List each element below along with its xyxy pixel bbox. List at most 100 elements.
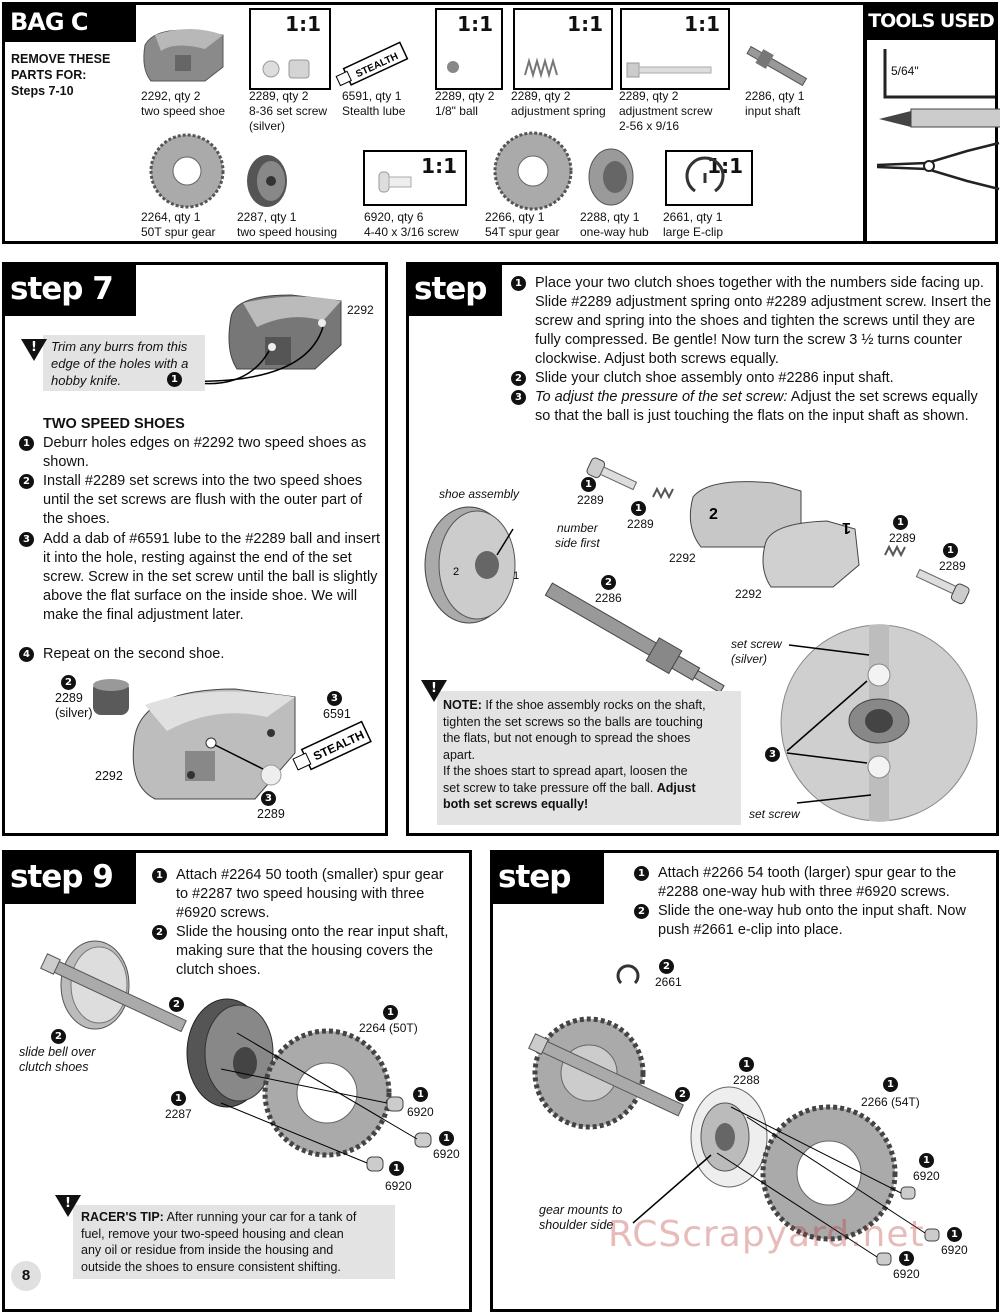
callout-3-ball: 3 <box>261 791 276 806</box>
label-2264: 2264 (50T) <box>359 1021 418 1035</box>
two-speed-housing-icon <box>247 155 287 207</box>
step9-diagram <box>40 940 432 1172</box>
racers-tip-box <box>73 1205 395 1279</box>
label-6591: 6591 <box>323 707 351 721</box>
scale-box-ball: 1:1 <box>435 8 503 90</box>
step8-note: NOTE: If the shoe assembly rocks on the … <box>443 698 706 811</box>
tools-panel: TOOLS USED 5/64" <box>864 2 1000 244</box>
step7-title: step 7 <box>2 262 136 316</box>
adjustment-screw-icon <box>626 62 712 78</box>
callout-3-detail: 3 <box>765 747 780 762</box>
label-6920-1: 6920 <box>407 1105 434 1119</box>
bag-title: BAG C <box>2 2 136 42</box>
callout-2-bell: 2 <box>51 1029 66 1044</box>
label-2289-spring-a: 2289 <box>627 517 654 531</box>
step10-title: step 10 <box>490 850 604 949</box>
step7-heading: TWO SPEED SHOES <box>43 416 185 432</box>
label-6920-2: 6920 <box>433 1147 460 1161</box>
hobby-knife-icon <box>879 108 1000 128</box>
label-6920-2: 6920 <box>941 1243 968 1257</box>
step10-diagram <box>528 964 940 1266</box>
label-6920-3: 6920 <box>385 1179 412 1193</box>
screw-6920-icon <box>378 171 412 193</box>
svg-text:1: 1 <box>513 570 519 582</box>
spur-gear-54t-icon <box>493 131 573 211</box>
callout-1-screw-b: 1 <box>943 543 958 558</box>
set-screw-end-icon <box>262 60 280 78</box>
scale-box-eclip: 1:1 <box>665 150 753 206</box>
step7-part-label: 2292 <box>347 303 374 317</box>
one-way-hub-icon <box>588 148 634 206</box>
callout-2-shaft: 2 <box>601 575 616 590</box>
callout-1-hub: 1 <box>739 1057 754 1072</box>
callout-1-screw1: 1 <box>919 1153 934 1168</box>
tools-title: TOOLS USED <box>864 2 998 40</box>
two-speed-shoe-icon <box>143 29 224 82</box>
step7-panel: step 7 STEALTH 2292 ! Trim any burrs fro… <box>2 262 388 836</box>
callout-2-shaft: 2 <box>675 1087 690 1102</box>
callout-1-gear: 1 <box>383 1005 398 1020</box>
callout-1-screw2: 1 <box>439 1131 454 1146</box>
label-2266: 2266 (54T) <box>861 1095 920 1109</box>
spring-icon <box>524 57 558 79</box>
label-2286: 2286 <box>595 591 622 605</box>
svg-text:1: 1 <box>842 519 851 536</box>
pliers-icon <box>876 141 1000 191</box>
callout-2: 2 <box>61 675 76 690</box>
set-screw-icon <box>288 59 310 79</box>
label-2289-ball: 2289 <box>257 807 285 821</box>
label-2287: 2287 <box>165 1107 192 1121</box>
callout-1: 1 <box>167 372 182 387</box>
stealth-lube-icon: STEALTH <box>335 41 409 87</box>
callout-1-screw3: 1 <box>899 1251 914 1266</box>
callout-1-gear: 1 <box>883 1077 898 1092</box>
callout-3-lube: 3 <box>327 691 342 706</box>
allen-wrench-icon <box>883 49 995 99</box>
callout-1-screw3: 1 <box>389 1161 404 1176</box>
label-shoe-assembly: shoe assembly <box>439 487 520 501</box>
step7-shoe-diagram: STEALTH <box>93 294 372 800</box>
callout-1-screw-a: 1 <box>581 477 596 492</box>
watermark: RCScrapyard.net <box>608 1214 925 1255</box>
scale-box-spring: 1:1 <box>513 8 613 90</box>
allen-size-label: 5/64" <box>891 64 919 78</box>
label-2289-setscrew: 2289(silver) <box>55 691 93 720</box>
callout-1-spring-b: 1 <box>893 515 908 530</box>
page-number: 8 <box>11 1261 41 1291</box>
label-6920-3: 6920 <box>893 1267 920 1281</box>
label-2289-screw-a: 2289 <box>577 493 604 507</box>
callout-1-screw1: 1 <box>413 1087 428 1102</box>
step8-title: step 8 <box>406 262 502 361</box>
label-2661: 2661 <box>655 975 682 989</box>
label-set-screw: set screw <box>749 807 800 821</box>
svg-text:2: 2 <box>709 506 718 523</box>
step8-diagram: 2 1 2 1 <box>424 457 978 822</box>
label-2289-spring-b: 2289 <box>889 531 916 545</box>
label-6920-1: 6920 <box>913 1169 940 1183</box>
label-2288: 2288 <box>733 1073 760 1087</box>
warning-icon: ! <box>421 680 447 702</box>
input-shaft-icon <box>746 45 808 87</box>
